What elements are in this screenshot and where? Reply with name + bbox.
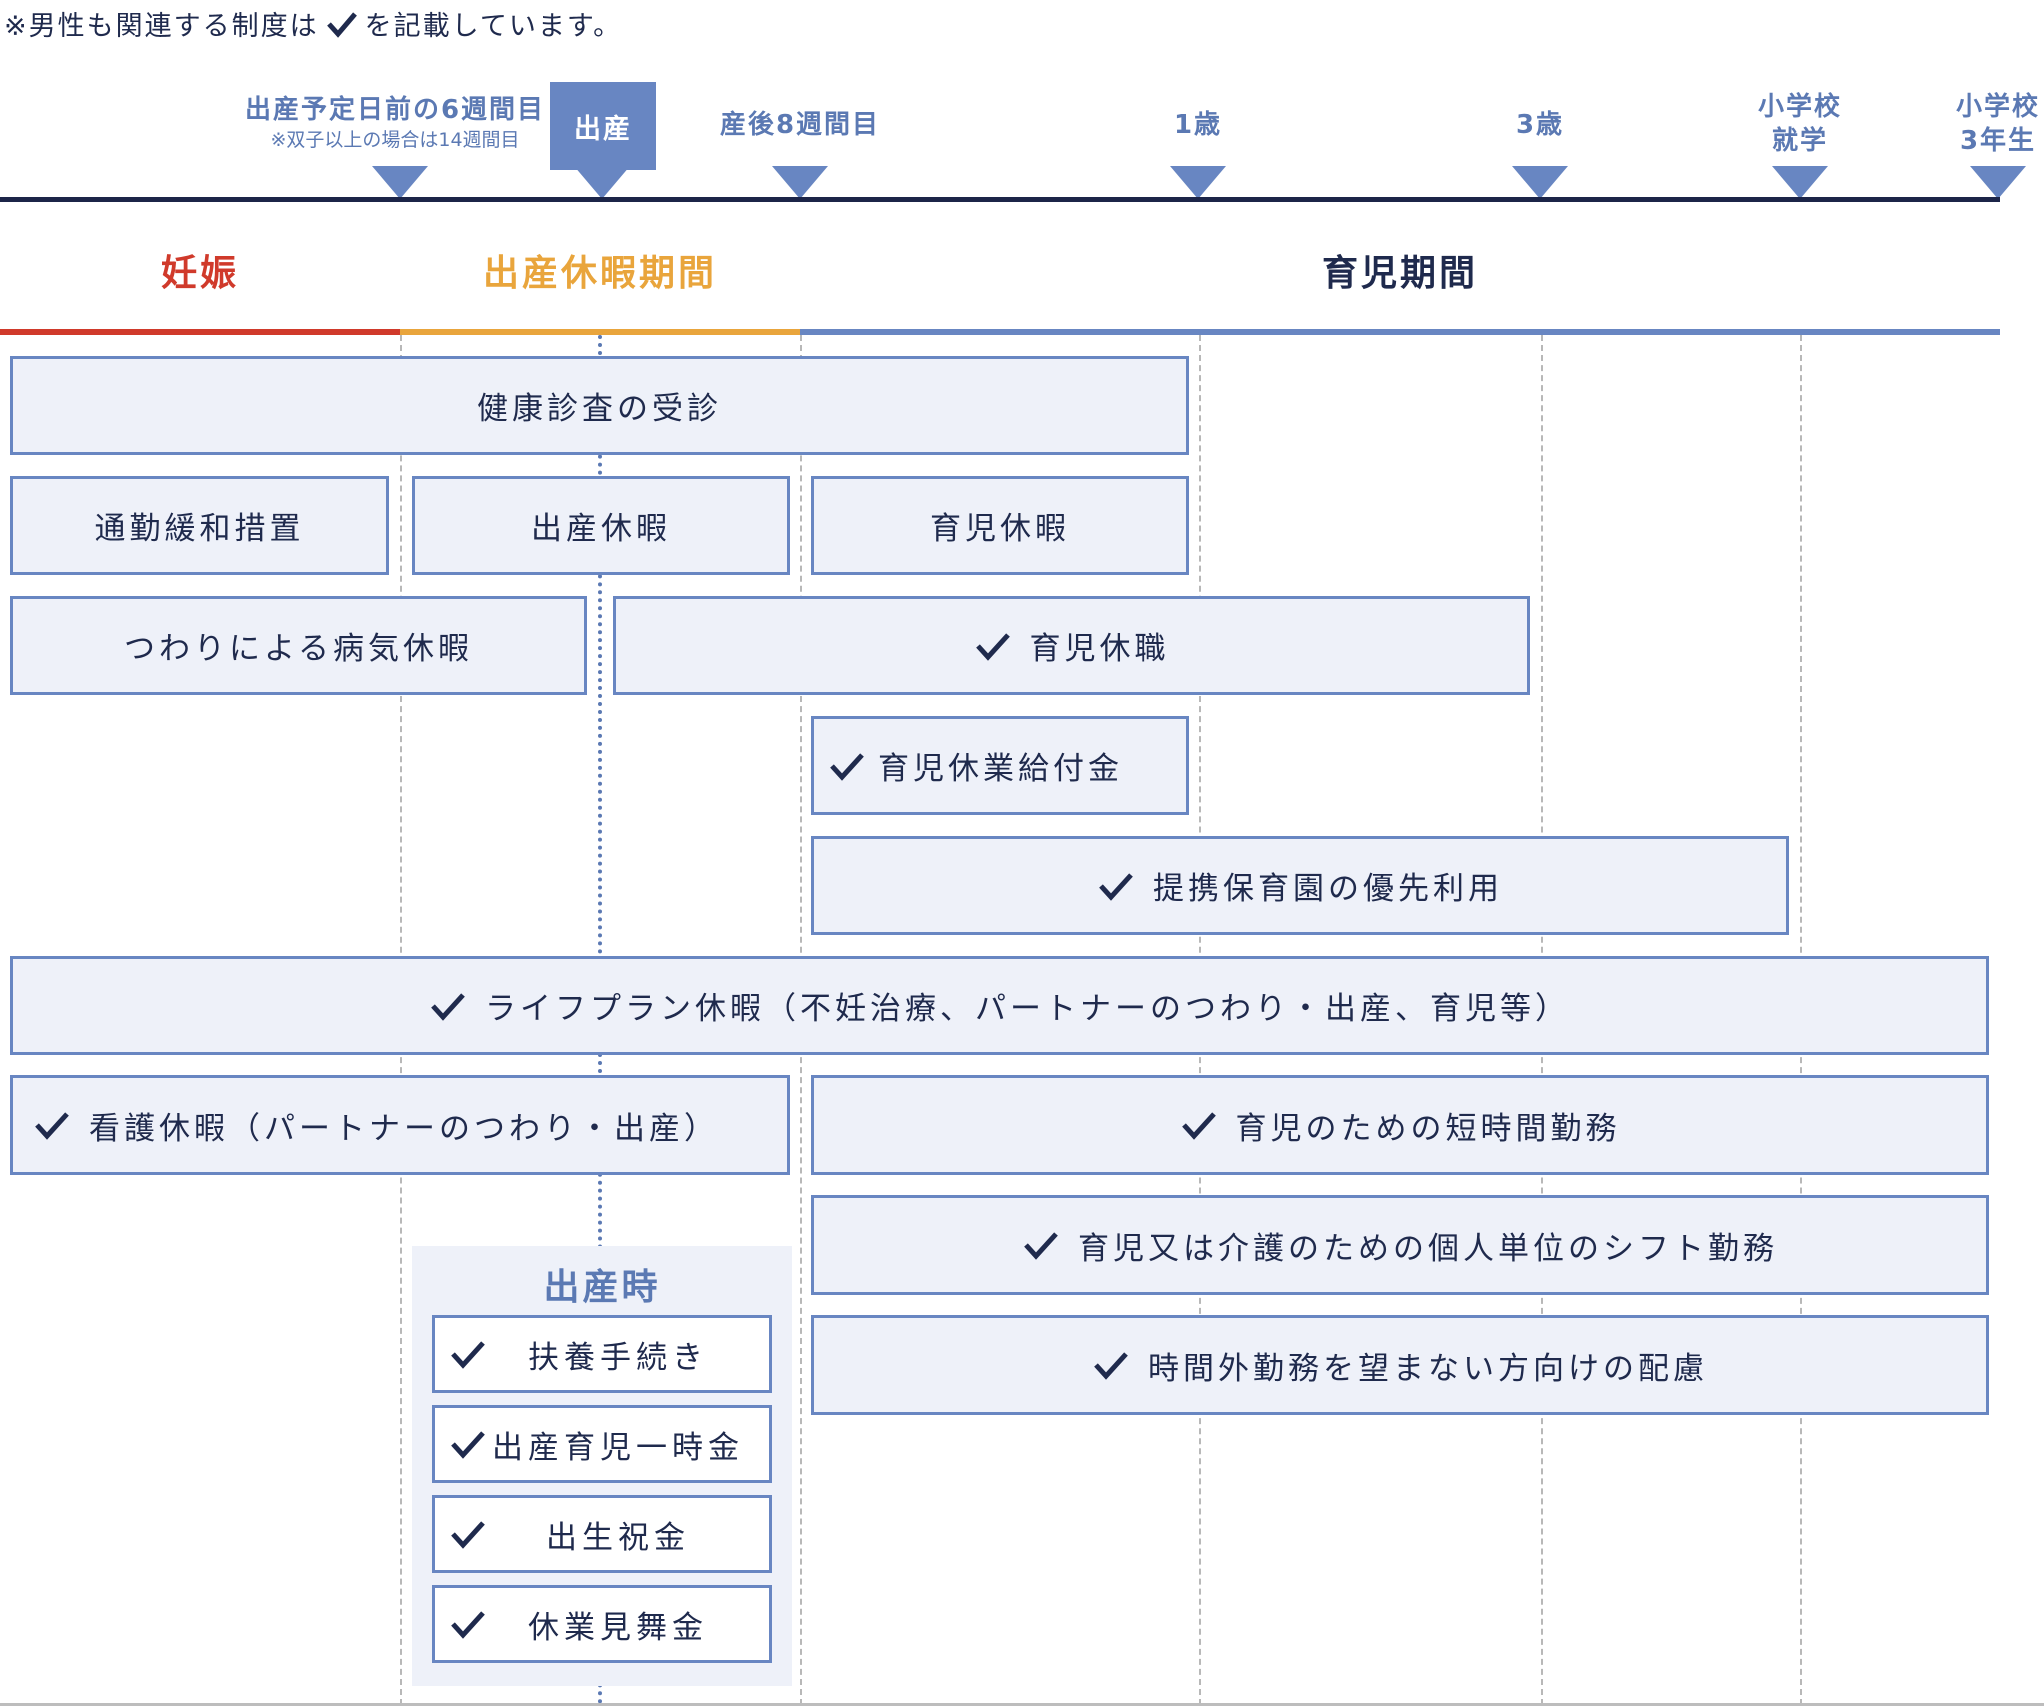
milestone-elementary-3rd: 小学校 3年生 bbox=[1956, 90, 2040, 158]
legend-note-prefix: ※男性も関連する制度は bbox=[4, 11, 319, 42]
milestone-elementary-entry-marker bbox=[1772, 166, 1828, 199]
item-label: ライフプラン休暇（不妊治療、パートナーのつわり・出産、育児等） bbox=[485, 991, 1570, 1027]
milestone-3years: 3歳 bbox=[1516, 108, 1564, 142]
phase-childcare-label: 育児期間 bbox=[1321, 253, 1479, 294]
item-label: 健康診査の受診 bbox=[477, 391, 722, 427]
phase-childcare-bar bbox=[800, 329, 2000, 335]
milestone-6weeks-label: 出産予定日前の6週間目 bbox=[244, 95, 546, 125]
item-label: 育児のための短時間勤務 bbox=[1235, 1110, 1621, 1147]
milestone-birth-label: 出産 bbox=[574, 113, 632, 145]
item-health-checkup: 健康診査の受診 bbox=[10, 356, 1189, 455]
milestone-8weeks: 産後8週間目 bbox=[720, 108, 880, 142]
milestone-6weeks-marker bbox=[372, 166, 428, 199]
item-commute-relief: 通勤緩和措置 bbox=[10, 476, 389, 575]
milestone-8weeks-label: 産後8週間目 bbox=[719, 110, 881, 140]
item-individual-shift: 育児又は介護のための個人単位のシフト勤務 bbox=[811, 1195, 1989, 1295]
milestone-elementary-3rd-label2: 3年生 bbox=[1959, 126, 2037, 156]
milestone-3years-marker bbox=[1512, 166, 1568, 199]
legend-note: ※男性も関連する制度は を記載しています。 bbox=[4, 4, 622, 43]
item-childcare-leave: 育児休職 bbox=[613, 596, 1530, 695]
legend-note-suffix: を記載しています。 bbox=[364, 11, 623, 42]
item-childcare-benefit: 育児休業給付金 bbox=[811, 716, 1189, 815]
milestone-elementary-entry-label2: 就学 bbox=[1771, 126, 1829, 156]
milestone-elementary-entry: 小学校 就学 bbox=[1758, 90, 1842, 158]
item-morning-sickness-leave: つわりによる病気休暇 bbox=[10, 596, 587, 695]
item-nursing-leave: 看護休暇（パートナーのつわり・出産） bbox=[10, 1075, 790, 1175]
item-short-hours: 育児のための短時間勤務 bbox=[811, 1075, 1989, 1175]
item-label: 育児休暇 bbox=[930, 511, 1070, 547]
item-maternity-leave: 出産休暇 bbox=[412, 476, 790, 575]
item-life-plan-leave: ライフプラン休暇（不妊治療、パートナーのつわり・出産、育児等） bbox=[10, 956, 1989, 1055]
birth-item-label: 出産育児一時金 bbox=[492, 1429, 744, 1466]
item-partner-nursery: 提携保育園の優先利用 bbox=[811, 836, 1789, 935]
milestone-1year: 1歳 bbox=[1174, 108, 1222, 142]
birth-item-label: 出生祝金 bbox=[546, 1519, 690, 1556]
item-no-overtime: 時間外勤務を望まない方向けの配慮 bbox=[811, 1315, 1989, 1415]
item-label: 通勤緩和措置 bbox=[94, 511, 305, 547]
milestone-elementary-3rd-marker bbox=[1970, 166, 2026, 199]
item-label: 出産休暇 bbox=[531, 511, 671, 547]
birth-item-label: 扶養手続き bbox=[528, 1339, 708, 1376]
item-label: つわりによる病気休暇 bbox=[123, 631, 474, 667]
birth-group-title: 出産時 bbox=[543, 1267, 661, 1308]
item-childcare-holiday: 育児休暇 bbox=[811, 476, 1189, 575]
birth-item-leave-allowance: 休業見舞金 bbox=[432, 1585, 772, 1663]
item-label: 提携保育園の優先利用 bbox=[1153, 871, 1503, 907]
item-label: 時間外勤務を望まない方向けの配慮 bbox=[1148, 1350, 1708, 1387]
birth-item-dependent-procedure: 扶養手続き bbox=[432, 1315, 772, 1393]
milestone-3years-label: 3歳 bbox=[1515, 110, 1565, 140]
milestone-birth: 出産 bbox=[550, 82, 656, 170]
check-icon bbox=[451, 1431, 485, 1459]
item-label: 育児休職 bbox=[1029, 631, 1170, 667]
birth-item-birth-gift: 出生祝金 bbox=[432, 1495, 772, 1573]
check-icon bbox=[431, 992, 465, 1021]
check-icon bbox=[975, 632, 1010, 661]
check-icon bbox=[326, 11, 357, 38]
milestone-elementary-entry-label: 小学校 bbox=[1757, 92, 1843, 122]
bottom-divider bbox=[0, 1703, 2044, 1706]
check-icon bbox=[35, 1112, 69, 1140]
item-label: 育児休業給付金 bbox=[878, 751, 1123, 787]
birth-item-lump-sum: 出産育児一時金 bbox=[432, 1405, 772, 1483]
item-label: 看護休暇（パートナーのつわり・出産） bbox=[89, 1110, 719, 1147]
milestone-8weeks-marker bbox=[772, 166, 828, 199]
timeline-axis bbox=[0, 197, 2000, 202]
check-icon bbox=[1181, 1112, 1216, 1140]
phase-pregnancy-label: 妊娠 bbox=[160, 253, 240, 294]
milestone-elementary-3rd-label: 小学校 bbox=[1955, 92, 2041, 122]
check-icon bbox=[830, 752, 864, 781]
milestone-birth-marker bbox=[574, 166, 630, 199]
birth-item-label: 休業見舞金 bbox=[528, 1609, 708, 1646]
check-icon bbox=[451, 1341, 485, 1369]
phase-pregnancy-bar bbox=[0, 329, 400, 335]
milestone-1year-label: 1歳 bbox=[1173, 110, 1223, 140]
item-label: 育児又は介護のための個人単位のシフト勤務 bbox=[1078, 1230, 1778, 1267]
milestone-6weeks: 出産予定日前の6週間目 ※双子以上の場合は14週間目 bbox=[245, 93, 545, 153]
milestone-1year-marker bbox=[1170, 166, 1226, 199]
check-icon bbox=[451, 1521, 485, 1549]
check-icon bbox=[1024, 1232, 1058, 1260]
phase-maternity-label: 出産休暇期間 bbox=[482, 253, 718, 294]
check-icon bbox=[1099, 872, 1133, 901]
check-icon bbox=[1094, 1352, 1128, 1380]
phase-maternity-bar bbox=[400, 329, 800, 335]
milestone-6weeks-sub: ※双子以上の場合は14週間目 bbox=[270, 129, 520, 151]
check-icon bbox=[451, 1611, 485, 1639]
